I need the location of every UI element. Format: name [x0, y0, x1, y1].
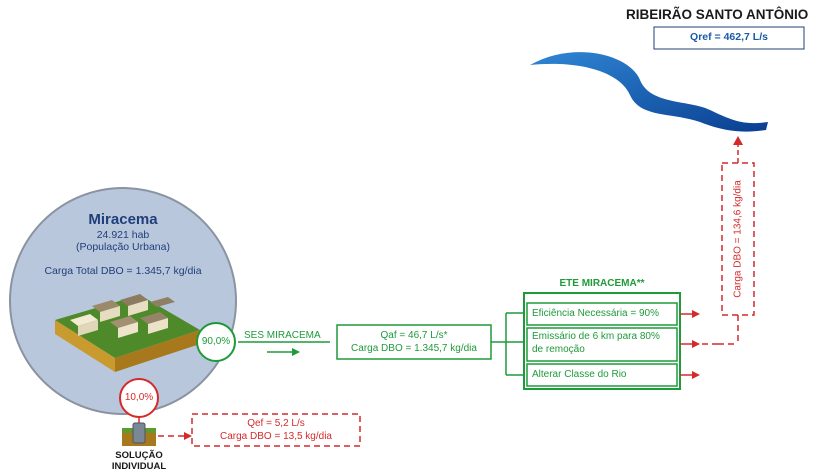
river-discharge-arrow-head: [733, 136, 743, 145]
ete-option-box-3: [526, 363, 678, 387]
river-name: RIBEIRÃO SANTO ANTÔNIO: [626, 7, 809, 22]
river-discharge-load: Carga DBO = 134,6 kg/dia: [732, 180, 744, 298]
ses-percent: 90,0%: [201, 336, 231, 347]
river-qref-box: [653, 26, 805, 50]
ses-label: SES MIRACEMA: [244, 330, 321, 341]
individual-label-line1: SOLUÇÃO: [115, 450, 163, 461]
individual-flow: Qef = 5,2 L/s: [247, 418, 305, 429]
ete-option-emissary-line2: de remoção: [532, 344, 585, 355]
ses-load: Carga DBO = 1.345,7 kg/dia: [351, 343, 477, 354]
ete-option-river-class: Alterar Classe do Rio: [532, 369, 627, 380]
individual-info-box: [191, 413, 361, 447]
city-total-load: Carga Total DBO = 1.345,7 kg/dia: [44, 265, 202, 277]
ete-option-box-1: [526, 302, 678, 326]
individual-label-line2: INDIVIDUAL: [111, 461, 167, 472]
ete-option-box-2: [526, 327, 678, 362]
ete-option-efficiency: Eficiência Necessária = 90%: [532, 308, 660, 319]
city-name: Miracema: [88, 211, 158, 228]
ete-title: ETE MIRACEMA**: [559, 278, 645, 289]
ses-percent-circle: [196, 322, 236, 362]
septic-tank-icon: [122, 422, 156, 446]
ses-arrow-head: [292, 348, 300, 356]
ete-option-emissary-line1: Emissário de 6 km para 80%: [532, 331, 660, 342]
city-illustration-icon: [55, 294, 200, 372]
individual-load: Carga DBO = 13,5 kg/dia: [219, 431, 332, 442]
individual-percent: 10,0%: [124, 392, 154, 403]
city-population: 24.921 hab: [96, 229, 150, 241]
river-shape: [530, 52, 768, 132]
river-qref: Qref = 462,7 L/s: [690, 31, 768, 43]
ses-flow: Qaf = 46,7 L/s*: [380, 330, 448, 341]
city-population-type: (População Urbana): [76, 241, 170, 253]
